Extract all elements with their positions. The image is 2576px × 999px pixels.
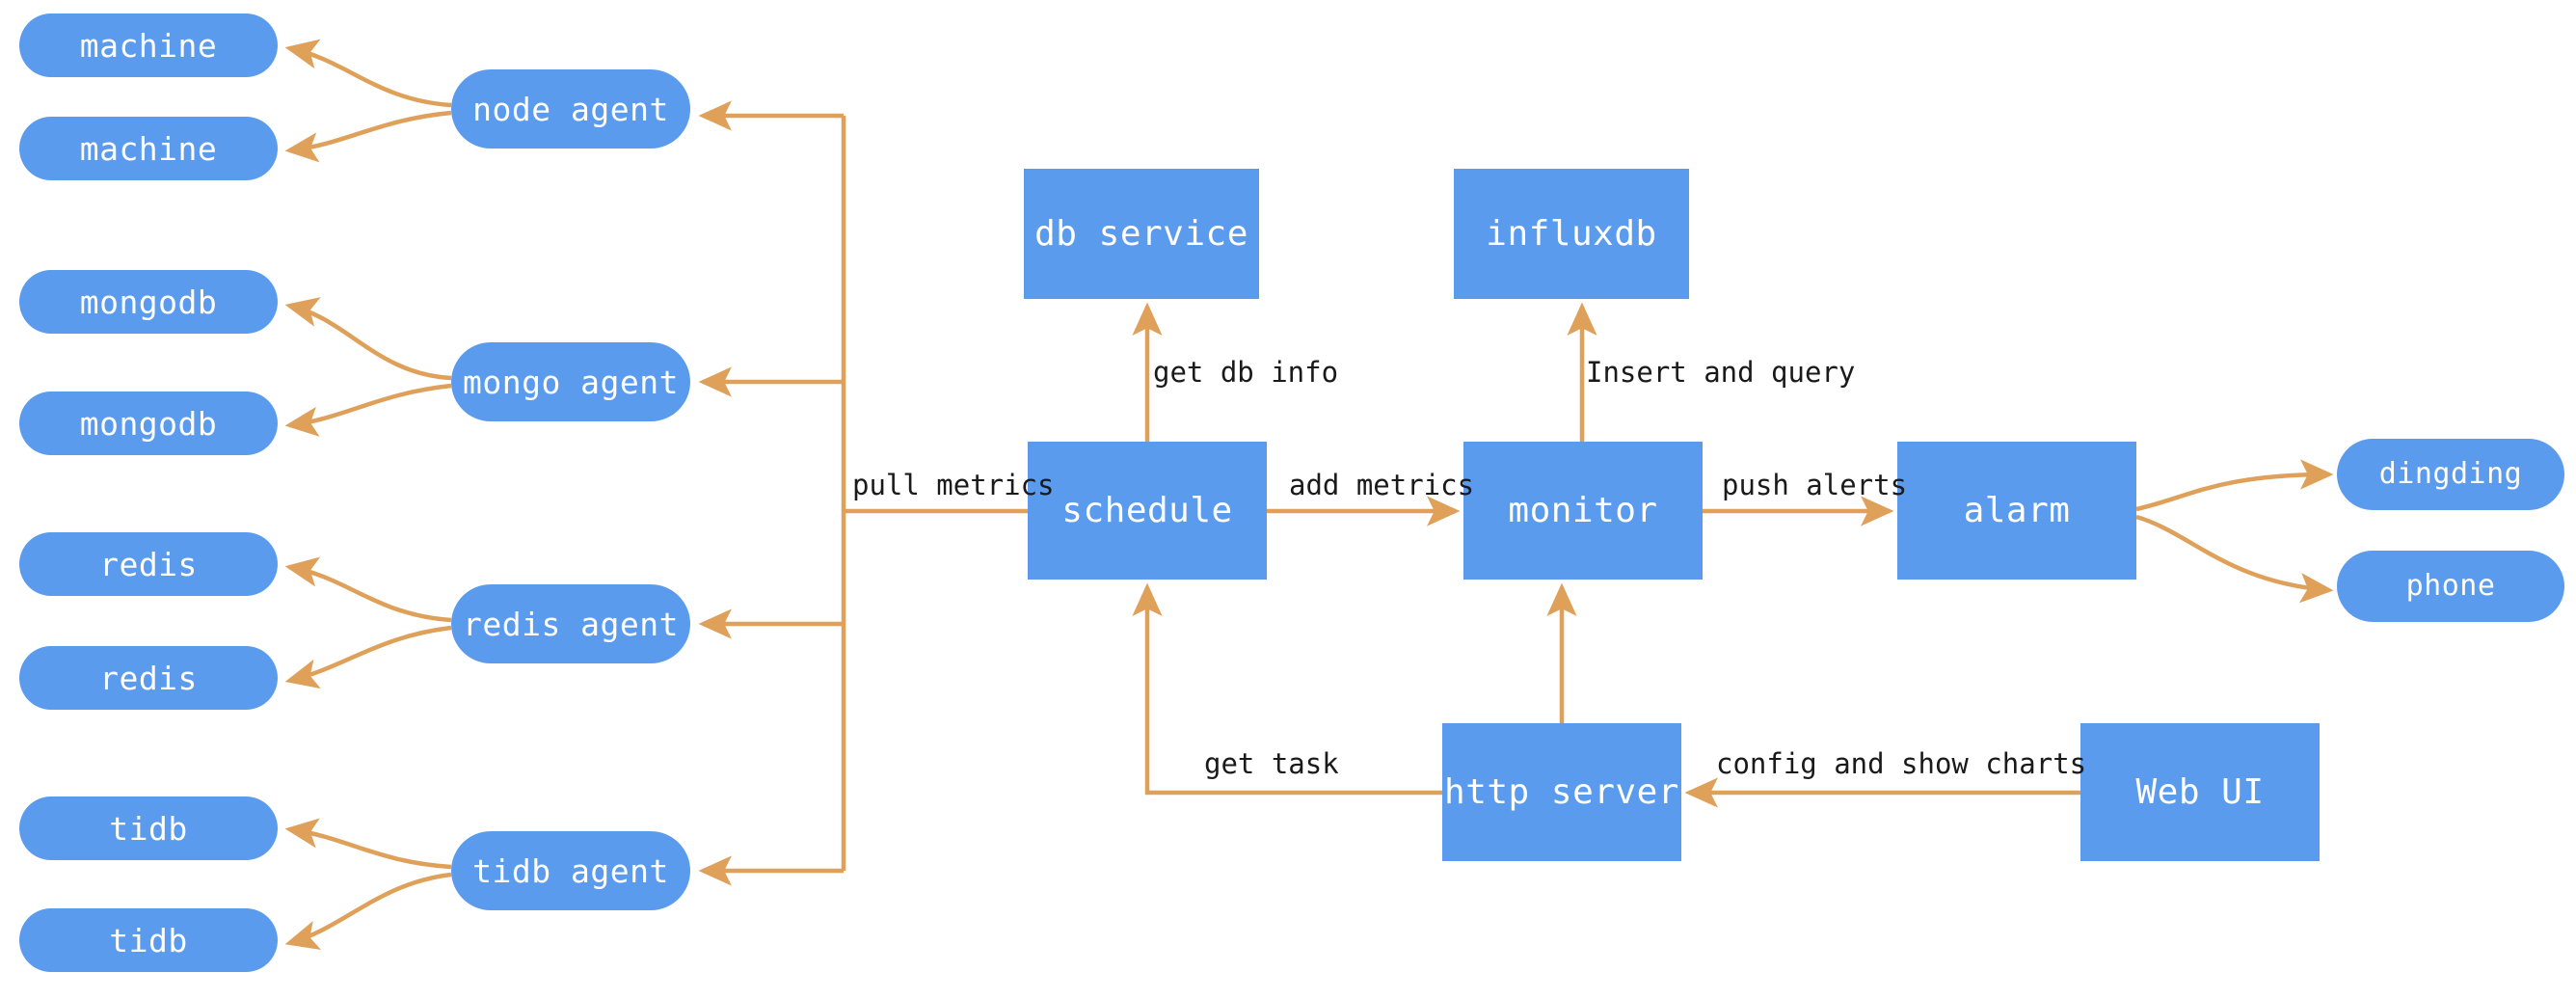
node-label: mongodb <box>79 404 218 443</box>
node-label: tidb <box>109 809 188 848</box>
node-influxdb[interactable]: influxdb <box>1454 169 1689 299</box>
node-label: schedule <box>1061 490 1233 530</box>
edge-alarm-to-phone <box>2135 514 2334 604</box>
node-redis-2[interactable]: redis <box>19 646 278 710</box>
node-label: redis <box>99 659 198 697</box>
node-label: tidb agent <box>472 851 669 890</box>
node-label: machine <box>79 129 218 168</box>
node-tidb-agent[interactable]: tidb agent <box>451 831 690 910</box>
node-label: machine <box>79 26 218 65</box>
node-mongodb-1[interactable]: mongodb <box>19 270 278 334</box>
node-mongodb-2[interactable]: mongodb <box>19 392 278 455</box>
node-mongo-agent[interactable]: mongo agent <box>451 342 690 421</box>
edge-label-config-and-show-charts: config and show charts <box>1716 747 2087 780</box>
node-label: http server <box>1444 771 1679 812</box>
node-redis-agent[interactable]: redis agent <box>451 584 690 663</box>
node-machine-1[interactable]: machine <box>19 14 278 77</box>
node-label: mongodb <box>79 283 218 321</box>
node-label: db service <box>1034 213 1248 254</box>
node-web-ui[interactable]: Web UI <box>2080 723 2320 861</box>
node-http-server[interactable]: http server <box>1442 723 1681 861</box>
node-label: tidb <box>109 921 188 959</box>
node-label: Web UI <box>2135 771 2265 812</box>
edge-mongo-agent-to-mongodb1 <box>284 297 452 381</box>
edge-label-add-metrics: add metrics <box>1289 469 1475 501</box>
edge-label-push-alerts: push alerts <box>1722 469 1908 501</box>
edge-redis-agent-to-redis1 <box>284 556 452 623</box>
edge-tidb-agent-to-tidb2 <box>284 872 452 951</box>
node-label: redis agent <box>462 605 680 643</box>
node-dingding[interactable]: dingding <box>2337 439 2564 510</box>
node-label: mongo agent <box>462 363 680 401</box>
node-tidb-1[interactable]: tidb <box>19 796 278 860</box>
node-alarm[interactable]: alarm <box>1897 442 2136 580</box>
node-label: monitor <box>1508 490 1658 530</box>
node-label: phone <box>2405 569 2496 603</box>
edge-alarm-to-dingding <box>2135 459 2334 512</box>
node-tidb-2[interactable]: tidb <box>19 908 278 972</box>
node-db-service[interactable]: db service <box>1024 169 1259 299</box>
node-label: influxdb <box>1486 213 1657 254</box>
edge-redis-agent-to-redis2 <box>284 625 452 689</box>
node-phone[interactable]: phone <box>2337 551 2564 622</box>
node-label: node agent <box>472 90 669 128</box>
node-label: redis <box>99 545 198 583</box>
node-monitor[interactable]: monitor <box>1463 442 1703 580</box>
edge-node-agent-to-machine1 <box>284 39 452 108</box>
edge-node-agent-to-machine2 <box>284 110 452 163</box>
node-redis-1[interactable]: redis <box>19 532 278 596</box>
node-machine-2[interactable]: machine <box>19 117 278 180</box>
edge-label-get-task: get task <box>1204 747 1339 780</box>
edge-label-insert-and-query: Insert and query <box>1586 356 1856 389</box>
edge-label-get-db-info: get db info <box>1153 356 1339 389</box>
edge-label-pull-metrics: pull metrics <box>852 469 1055 501</box>
node-schedule[interactable]: schedule <box>1028 442 1267 580</box>
node-label: alarm <box>1963 490 2071 530</box>
node-node-agent[interactable]: node agent <box>451 69 690 148</box>
edge-tidb-agent-to-tidb1 <box>284 818 452 870</box>
node-label: dingding <box>2378 457 2523 491</box>
edge-mongo-agent-to-mongodb2 <box>284 383 452 437</box>
